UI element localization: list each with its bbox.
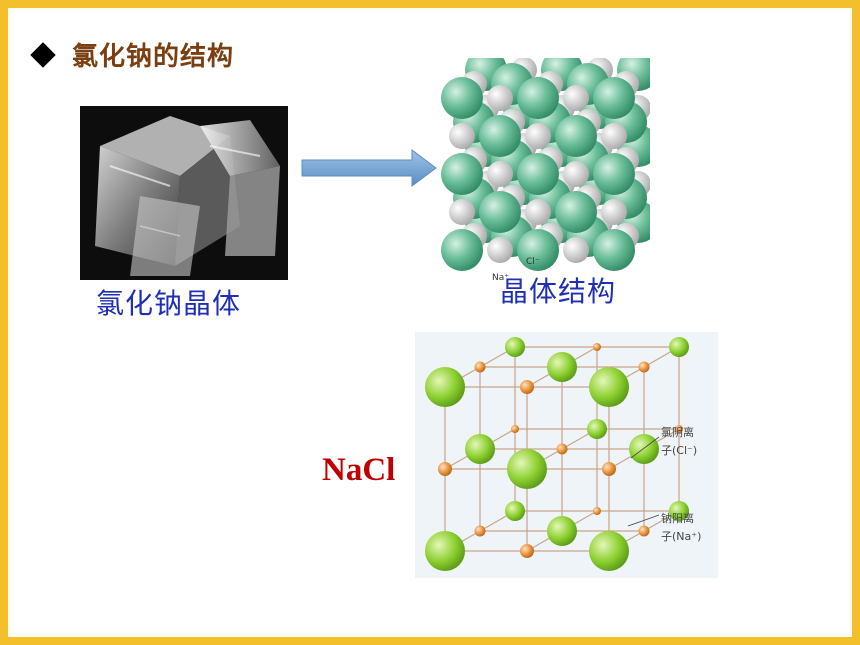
cl-sphere [555, 115, 597, 157]
na-sphere [487, 85, 513, 111]
na-sphere [601, 199, 627, 225]
cl-ion [629, 434, 659, 464]
na-ion-label-1: 钠阳离 [661, 511, 694, 525]
cl-ion [589, 531, 629, 571]
na-sphere [449, 199, 475, 225]
na-sphere [487, 237, 513, 263]
nacl-lattice-model: 氯阴离 子(Cl⁻) 钠阳离 子(Na⁺) [415, 332, 718, 578]
title-row: 氯化钠的结构 [30, 36, 234, 73]
na-sphere [525, 123, 551, 149]
na-ion [593, 507, 601, 515]
na-ion [593, 343, 601, 351]
cl-sphere [479, 115, 521, 157]
na-ion [638, 525, 650, 537]
cl-ion [669, 501, 689, 521]
right-arrow-icon [301, 149, 437, 187]
structure-caption: 晶体结构 [500, 275, 617, 308]
cl-sphere [517, 153, 559, 195]
nacl-packing-model: Cl⁻ Na⁺ [441, 58, 650, 283]
cl-ion [505, 501, 525, 521]
cl-ion [425, 531, 465, 571]
cl-sphere [479, 191, 521, 233]
na-sphere [525, 199, 551, 225]
cl-sphere [441, 77, 483, 119]
na-sphere [563, 237, 589, 263]
na-ion [438, 462, 452, 476]
cl-ion [669, 337, 689, 357]
na-ion [638, 361, 650, 373]
cl-sphere [441, 229, 483, 271]
cl-ion [505, 337, 525, 357]
cl-label: Cl⁻ [526, 257, 540, 267]
cl-sphere [593, 77, 635, 119]
cl-ion [547, 352, 577, 382]
cl-ion [587, 419, 607, 439]
cl-sphere [441, 153, 483, 195]
cl-ion-label-1: 氯阴离 [661, 425, 694, 439]
cl-ion [465, 434, 495, 464]
na-sphere [449, 123, 475, 149]
na-ion [474, 525, 486, 537]
na-ion [556, 443, 568, 455]
crystal-photo [80, 106, 288, 280]
na-ion [520, 544, 534, 558]
na-label: Na⁺ [492, 273, 509, 283]
na-sphere [487, 161, 513, 187]
na-ion-label-2: 子(Na⁺) [661, 530, 701, 543]
na-sphere [563, 85, 589, 111]
formula-label: NaCl [322, 452, 396, 488]
na-ion [520, 380, 534, 394]
na-ion [675, 425, 683, 433]
cl-ion [547, 516, 577, 546]
na-ion [474, 361, 486, 373]
cl-sphere [593, 153, 635, 195]
slide-title: 氯化钠的结构 [72, 42, 235, 72]
cl-ion [507, 449, 547, 489]
cl-ion-label-2: 子(Cl⁻) [661, 444, 697, 457]
cl-ion [589, 367, 629, 407]
crystal-caption: 氯化钠晶体 [96, 287, 242, 320]
cl-sphere [517, 229, 559, 271]
cl-ion [425, 367, 465, 407]
diamond-bullet-icon [30, 41, 56, 68]
na-sphere [601, 123, 627, 149]
na-sphere [563, 161, 589, 187]
na-ion [511, 425, 519, 433]
cl-sphere [517, 77, 559, 119]
cl-sphere [555, 191, 597, 233]
cl-sphere [593, 229, 635, 271]
na-ion [602, 462, 616, 476]
